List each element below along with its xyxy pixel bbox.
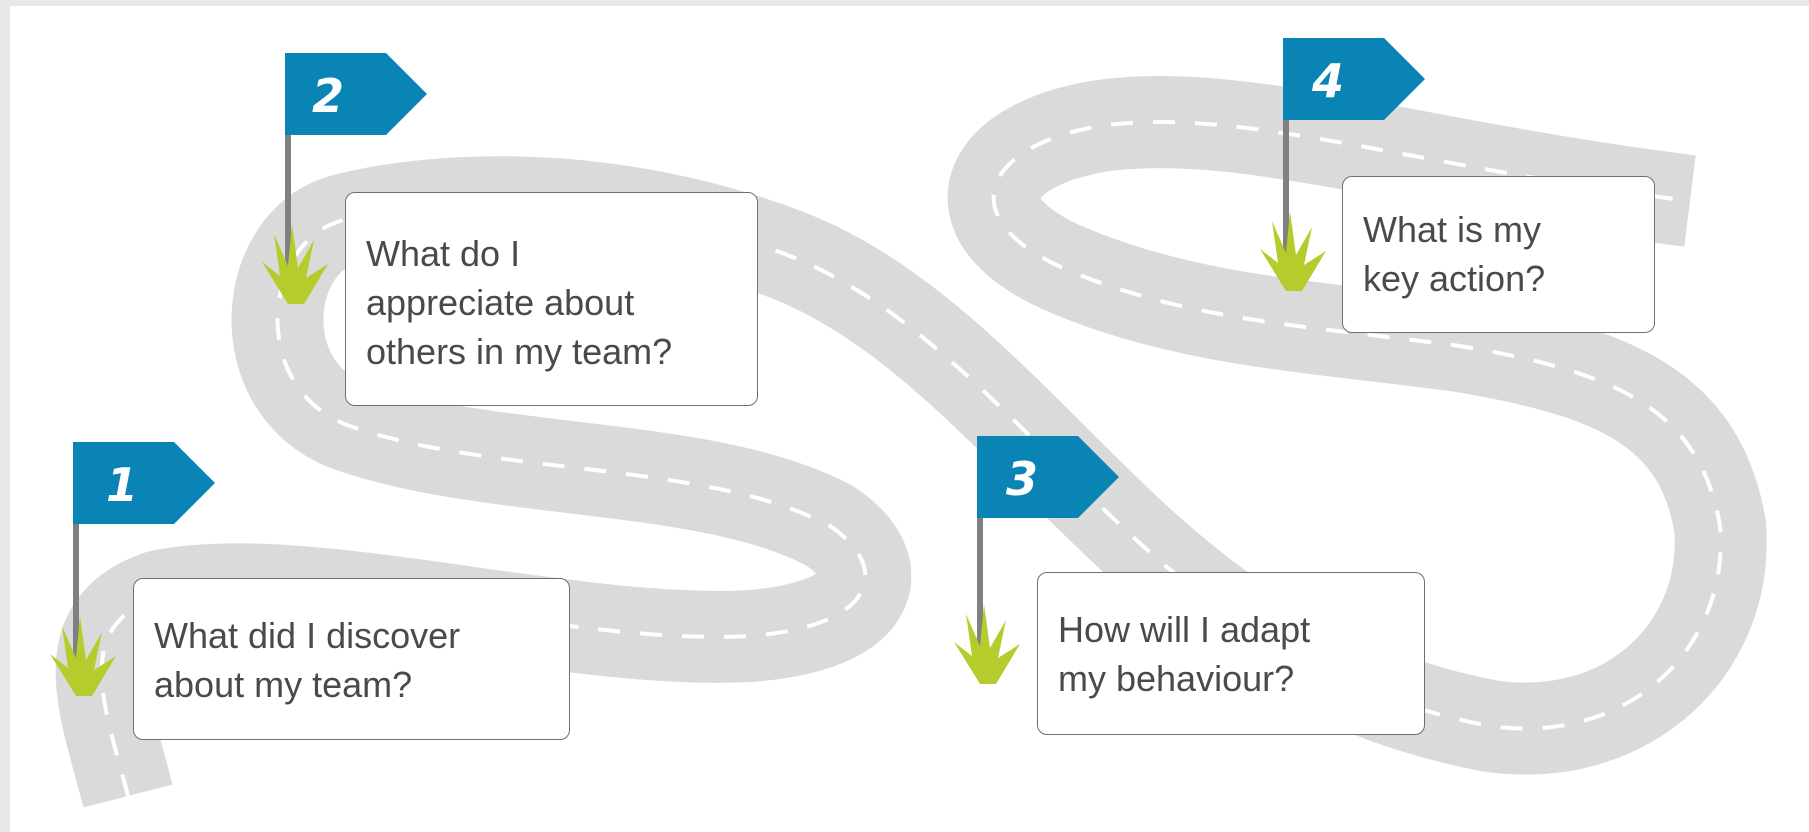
flag-4-number: 4	[1311, 54, 1344, 108]
grass-icon	[262, 224, 328, 304]
flag-1-banner	[73, 442, 215, 524]
question-box-1: What did I discover about my team?	[133, 578, 570, 740]
flag-1-pole	[73, 516, 79, 671]
road-surface	[55, 76, 1767, 808]
grass-icon	[50, 616, 116, 696]
flag-1: 1	[50, 442, 215, 696]
flag-3-number: 3	[1006, 452, 1038, 506]
question-2-line-1: What do I	[366, 233, 521, 274]
question-4-line-1: What is my	[1363, 209, 1542, 250]
question-1-line-1: What did I discover	[154, 615, 461, 656]
question-3-line-1: How will I adapt	[1058, 609, 1311, 650]
flag-2-pole	[285, 131, 291, 291]
grass-icon	[954, 604, 1020, 684]
winding-road	[55, 76, 1767, 808]
question-2-line-3: others in my team?	[366, 331, 673, 372]
flag-3-pole	[977, 511, 983, 676]
diagram-canvas: 1 2 3 4	[10, 6, 1809, 832]
flag-2-banner	[285, 53, 427, 135]
flag-4: 4	[1260, 38, 1425, 291]
question-3-line-2: my behaviour?	[1058, 658, 1295, 699]
flag-3: 3	[954, 436, 1119, 684]
question-box-2: What do I appreciate about others in my …	[345, 192, 758, 406]
winding-road-diagram: 1 2 3 4	[50, 38, 1767, 808]
question-box-3: How will I adapt my behaviour?	[1037, 572, 1425, 735]
flag-4-pole	[1283, 116, 1289, 281]
flag-3-banner	[977, 436, 1119, 518]
flag-2: 2	[262, 53, 427, 304]
question-2-line-2: appreciate about	[366, 282, 635, 323]
flag-2-number: 2	[312, 69, 344, 123]
grass-icon	[1260, 211, 1326, 291]
flag-1-number: 1	[106, 458, 138, 512]
question-box-4: What is my key action?	[1342, 176, 1655, 333]
question-4-line-2: key action?	[1363, 258, 1546, 299]
question-1-line-2: about my team?	[154, 664, 413, 705]
flag-4-banner	[1283, 38, 1425, 120]
